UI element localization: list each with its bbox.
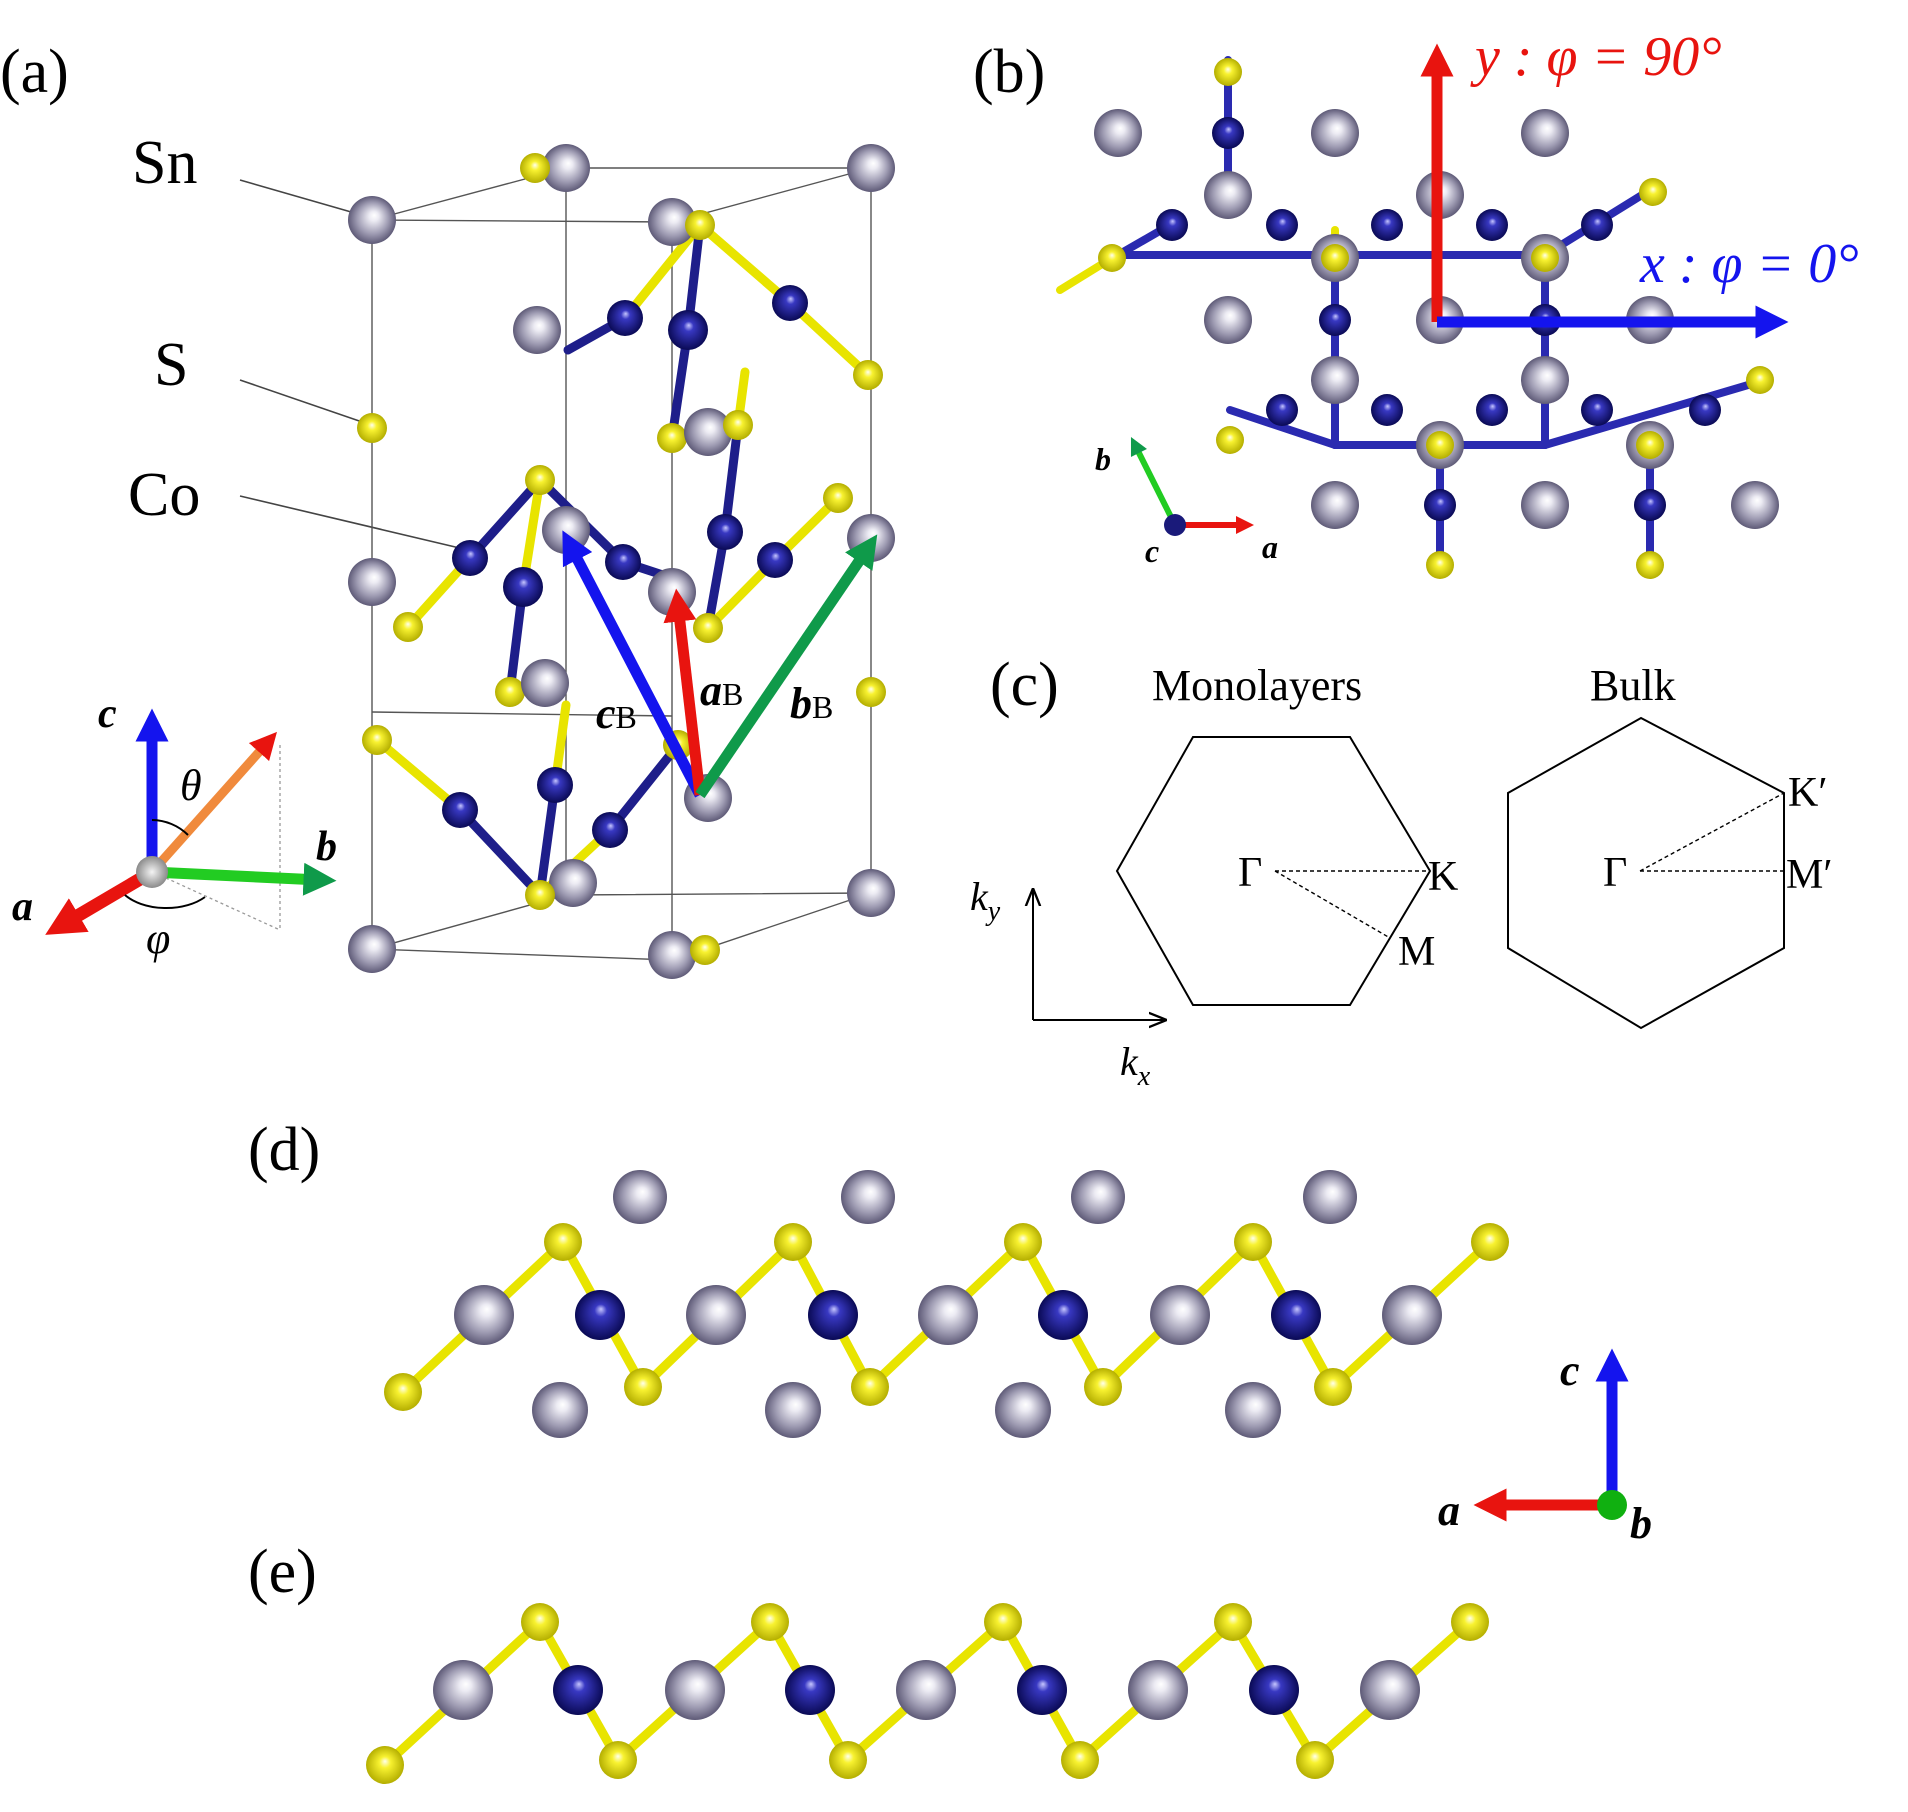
- label-M: M: [1398, 929, 1435, 975]
- cB-vector-arrow: [562, 530, 705, 798]
- bulk-atoms: [348, 144, 895, 979]
- panel-e: (e): [248, 1538, 1489, 1784]
- panel-label-b: (b): [973, 38, 1045, 106]
- label-bB: bB: [790, 679, 833, 728]
- label-cB: cB: [596, 689, 637, 738]
- label-axis-c-d: c: [1560, 1346, 1580, 1395]
- axes-triad-a: [45, 708, 337, 935]
- label-axis-a: a: [12, 884, 33, 930]
- label-Kp: K′: [1788, 770, 1828, 816]
- panel-b: (b): [973, 26, 1859, 579]
- aB-vector-arrow: [663, 588, 706, 796]
- bulk-bz-hexagon: [1507, 716, 1785, 1030]
- label-aB: aB: [700, 666, 743, 715]
- label-sn: Sn: [132, 129, 197, 197]
- label-kx: kx: [1120, 1039, 1151, 1092]
- a-axis-arrow: [45, 866, 156, 935]
- panel-label-e: (e): [248, 1538, 317, 1606]
- label-axis-b-d: b: [1630, 1499, 1652, 1548]
- label-ky: ky: [970, 874, 1001, 927]
- title-bulk: Bulk: [1590, 661, 1676, 710]
- label-y-direction: y : φ = 90°: [1470, 26, 1722, 88]
- bB-vector-arrow: [695, 534, 878, 799]
- label-phi: φ: [146, 914, 170, 963]
- panel-label-a: (a): [0, 38, 69, 106]
- label-axis-a-small: a: [1262, 529, 1278, 565]
- label-x-direction: x : φ = 0°: [1639, 233, 1859, 295]
- panel-c: (c) Monolayers Bulk Γ K M Γ K′ M′ ky kx: [970, 651, 1833, 1092]
- label-axis-b: b: [316, 824, 337, 870]
- b-axis-arrow: [151, 862, 337, 896]
- gamma-M-path: [1274, 870, 1391, 939]
- leader-line-co: [239, 495, 469, 551]
- axes-triad-b: [1130, 436, 1254, 536]
- panel-label-d: (d): [248, 1116, 320, 1184]
- side-view-e-atoms: [366, 1603, 1489, 1784]
- label-axis-c-small: c: [1145, 533, 1159, 569]
- label-axis-c: c: [98, 691, 117, 737]
- gamma-Kp-path: [1639, 792, 1785, 872]
- label-theta: θ: [180, 761, 202, 810]
- label-axis-a-d: a: [1438, 1486, 1460, 1535]
- label-gamma-mono: Γ: [1238, 850, 1262, 896]
- lattice-vectors: [562, 530, 878, 799]
- label-s: S: [154, 331, 188, 399]
- side-view-d-atoms: [384, 1170, 1509, 1438]
- title-monolayers: Monolayers: [1152, 661, 1362, 710]
- label-co: Co: [128, 461, 200, 529]
- direction-arrow: [148, 731, 277, 875]
- leader-line-s: [239, 379, 369, 425]
- panel-d: (d): [248, 1116, 1652, 1548]
- label-Mp: M′: [1786, 852, 1833, 898]
- label-K: K: [1428, 854, 1458, 900]
- axes-triad-d: [1473, 1348, 1629, 1522]
- label-gamma-bulk: Γ: [1603, 850, 1627, 896]
- label-axis-b-small: b: [1095, 441, 1111, 477]
- panel-a: (a) Sn S Co: [0, 38, 895, 979]
- panel-label-c: (c): [990, 651, 1059, 719]
